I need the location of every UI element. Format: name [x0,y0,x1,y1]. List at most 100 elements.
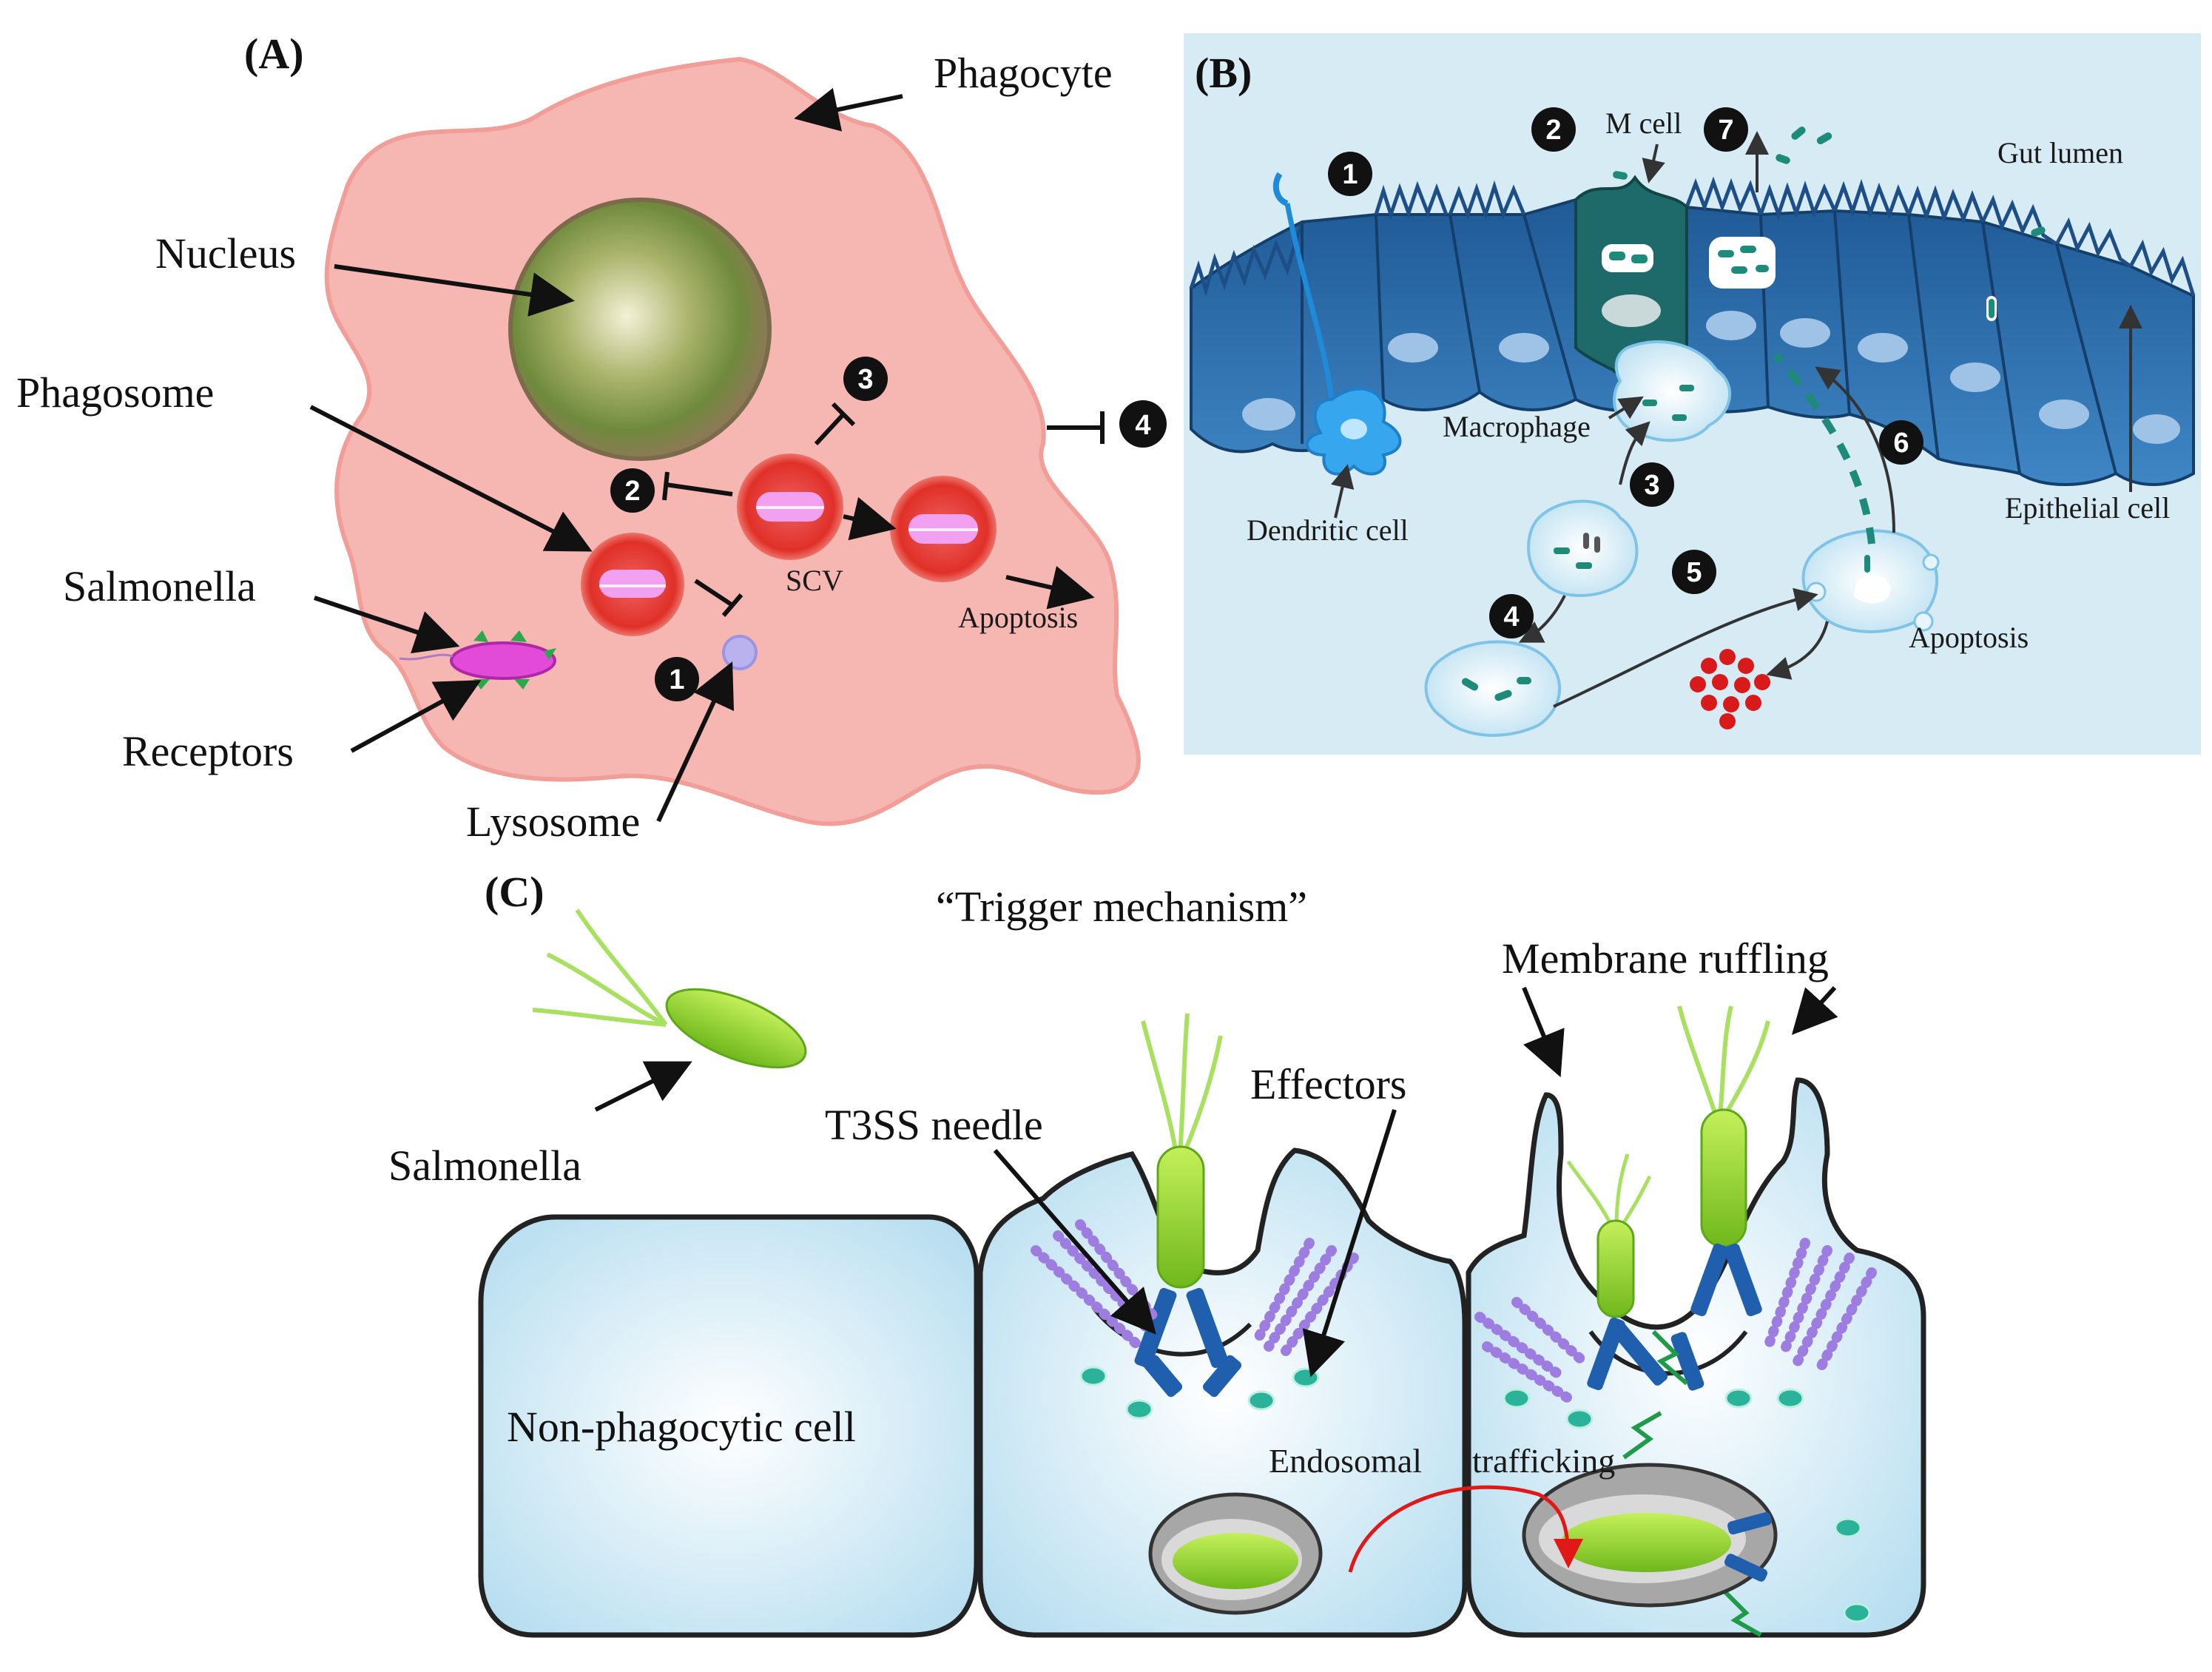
arrow-lysosome [656,661,735,823]
svg-text:7: 7 [1718,115,1733,146]
svg-text:4: 4 [1135,410,1150,441]
label-epithelial-cell: Epithelial cell [2005,491,2170,525]
effector-proteins-right [1503,1388,1871,1623]
label-dendritic-cell: Dendritic cell [1247,513,1409,547]
step-badge-a-3: 3 [843,357,888,401]
scv-vacuole [737,454,843,560]
arrow-ruffle-left [1522,986,1565,1078]
label-trigger-mechanism: “Trigger mechanism” [936,883,1307,931]
step-badge-b-2: 2 [1531,107,1576,152]
panel-c-label: (C) [485,868,544,916]
endosome-right [1522,1463,1778,1608]
panel-b-label: (B) [1195,49,1252,97]
endosome-middle [1148,1492,1323,1615]
panel-a-label: (A) [244,30,304,78]
step-badge-a-4: 4 [1119,400,1167,448]
label-phagocyte: Phagocyte [934,49,1113,97]
arrow-apoptosis [1005,565,1095,610]
panel-b: (B) [1184,33,2201,755]
nucleus [508,198,772,461]
apoptotic-macrophage [1801,529,1940,633]
svg-text:5: 5 [1686,557,1702,588]
svg-text:2: 2 [1545,115,1561,146]
svg-text:3: 3 [1644,470,1659,501]
arrow-receptors [350,680,482,753]
arrow-macrophage [1608,396,1644,419]
arrow-step-4 [1518,595,1566,643]
label-receptors: Receptors [122,727,294,775]
svg-text:2: 2 [624,476,640,507]
lysosome [722,635,758,670]
svg-text:4: 4 [1503,601,1519,633]
lumen-bacteria [1613,127,2046,237]
inhibit-4 [1047,411,1105,444]
label-endosomal: Endosomal [1269,1442,1422,1480]
inhibit-3 [814,402,856,446]
arrow-phagosome [309,405,593,552]
panel-c: (C) “Trigger mechanism” Membrane rufflin… [388,868,1926,1638]
t3ss-needles-right [1587,1243,1762,1391]
step-badge-a-1: 1 [655,657,699,701]
label-apoptosis-b: Apoptosis [1909,621,2029,654]
label-membrane-ruffling: Membrane ruffling [1502,934,1829,982]
salmonella-bacterium [399,630,556,690]
arrow-t3ss [993,1149,1156,1335]
arrow-step-5 [1553,587,1818,708]
arrow-m-cell [1642,144,1665,183]
step-badge-b-5: 5 [1672,550,1716,594]
salmonella-attached-right-small [1566,1153,1652,1318]
phagocyte-cell [324,56,1141,826]
step-badge-b-1: 1 [1328,152,1372,196]
arrow-to-debris [1766,621,1829,680]
epithelial-layer [1189,176,2196,486]
label-lysosome: Lysosome [466,798,640,846]
label-t3ss-needle: T3SS needle [825,1101,1043,1149]
inhibit-2 [662,471,733,501]
label-non-phagocytic-cell: Non-phagocytic cell [507,1403,856,1451]
label-effectors: Effectors [1250,1060,1407,1108]
signaling-bolts [1622,1329,1762,1637]
m-cell [1574,175,1688,377]
salmonella-free [532,909,807,1069]
infected-epithelial-cell [1709,237,1997,321]
label-gut-lumen: Gut lumen [1997,136,2123,169]
apoptotic-vacuole [890,476,997,582]
arrow-salmonella [314,596,460,654]
label-phagosome: Phagosome [16,368,214,417]
step-badge-b-3: 3 [1630,462,1674,507]
label-apoptosis-a: Apoptosis [958,601,1078,634]
svg-text:6: 6 [1893,428,1909,459]
svg-text:3: 3 [857,364,873,395]
non-phagocytic-cell [478,1214,979,1638]
arrow-salmonella-c [594,1061,692,1112]
label-salmonella-c: Salmonella [388,1142,581,1190]
label-trafficking: trafficking [1472,1442,1615,1480]
label-macrophage: Macrophage [1443,410,1591,443]
step-badge-b-7: 7 [1704,107,1748,152]
arrow-phagocyte [794,87,903,132]
svg-text:1: 1 [1342,159,1358,190]
step-badge-a-2: 2 [610,468,655,513]
arrow-step-6 [1815,366,1895,533]
step-badge-b-4: 4 [1489,594,1534,638]
arrow-nucleus [334,264,575,317]
salmonella-attached-right-large [1677,1005,1770,1248]
inhibit-1 [694,579,743,617]
label-scv: SCV [786,564,843,597]
endosomal-trafficking-arrow [1348,1485,1583,1573]
effector-proteins-middle [1079,1366,1320,1420]
label-salmonella: Salmonella [63,562,256,610]
arrow-dendritic [1331,464,1355,519]
arrow-ruffle-right [1791,985,1838,1035]
phagosome-vacuole [581,533,684,636]
actin-filaments-right [1474,1238,1877,1403]
label-m-cell: M cell [1605,107,1682,140]
macrophage-2 [1527,499,1639,597]
arrow-scv-to-apoptotic [843,496,897,541]
label-nucleus: Nucleus [155,229,296,277]
dendritic-cell [1272,172,1402,476]
macrophage-3 [1424,640,1561,737]
salmonella-attached-middle [1141,1013,1223,1289]
step-badge-b-6: 6 [1879,420,1923,465]
